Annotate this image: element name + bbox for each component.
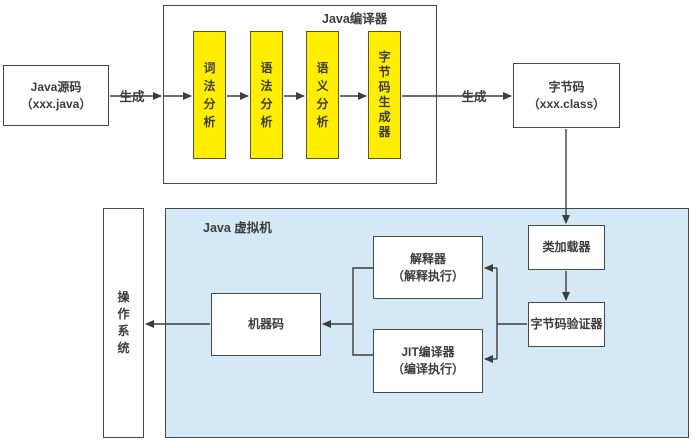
os-label: 操作系统 [117,290,130,355]
stage-lexical-analysis-label: 词法分析 [203,61,216,129]
stage-bytecode-generator-label: 字节码生成器 [378,50,391,139]
interpreter-label: 解释器 （解释执行） [392,251,464,285]
bytecode-file: （xxx.class） [527,96,606,111]
interpreter-mode: （解释执行） [391,268,464,283]
bytecode-box: 字节码 （xxx.class） [513,63,620,128]
stage-semantic-analysis-box: 语义分析 [306,31,339,159]
bytecode-verifier-box: 字节码验证器 [528,302,605,347]
java-source-name: Java源码 [30,79,82,94]
stage-syntax-analysis-label: 语法分析 [260,61,273,129]
os-box: 操作系统 [103,208,144,438]
stage-semantic-analysis-label: 语义分析 [316,61,329,129]
jvm-title: Java 虚拟机 [203,221,272,235]
java-compiler-title: Java编译器 [322,12,388,26]
class-loader-label: 类加载器 [542,240,591,254]
bytecode-label: 字节码 （xxx.class） [528,79,605,113]
bytecode-name: 字节码 [548,79,585,94]
stage-bytecode-generator-box: 字节码生成器 [368,31,401,159]
stage-syntax-analysis-box: 语法分析 [250,31,283,159]
class-loader-box: 类加载器 [528,225,605,270]
java-source-label: Java源码 （xxx.java） [21,79,92,113]
stage-lexical-analysis-box: 词法分析 [193,31,226,159]
jit-compiler-name: JIT编译器 [401,345,455,359]
bytecode-verifier-label: 字节码验证器 [530,317,603,331]
java-source-box: Java源码 （xxx.java） [3,65,109,126]
jit-compiler-mode: （编译执行） [391,362,464,376]
jit-compiler-label: JIT编译器 （编译执行） [392,344,464,378]
interpreter-box: 解释器 （解释执行） [373,236,483,299]
jit-compiler-box: JIT编译器 （编译执行） [373,329,483,393]
java-source-file: （xxx.java） [20,96,92,111]
interpreter-name: 解释器 [409,251,446,266]
generate-label-1: 生成 [119,90,145,104]
machine-code-box: 机器码 [211,293,321,356]
machine-code-label: 机器码 [247,317,284,331]
generate-label-2: 生成 [461,90,487,104]
